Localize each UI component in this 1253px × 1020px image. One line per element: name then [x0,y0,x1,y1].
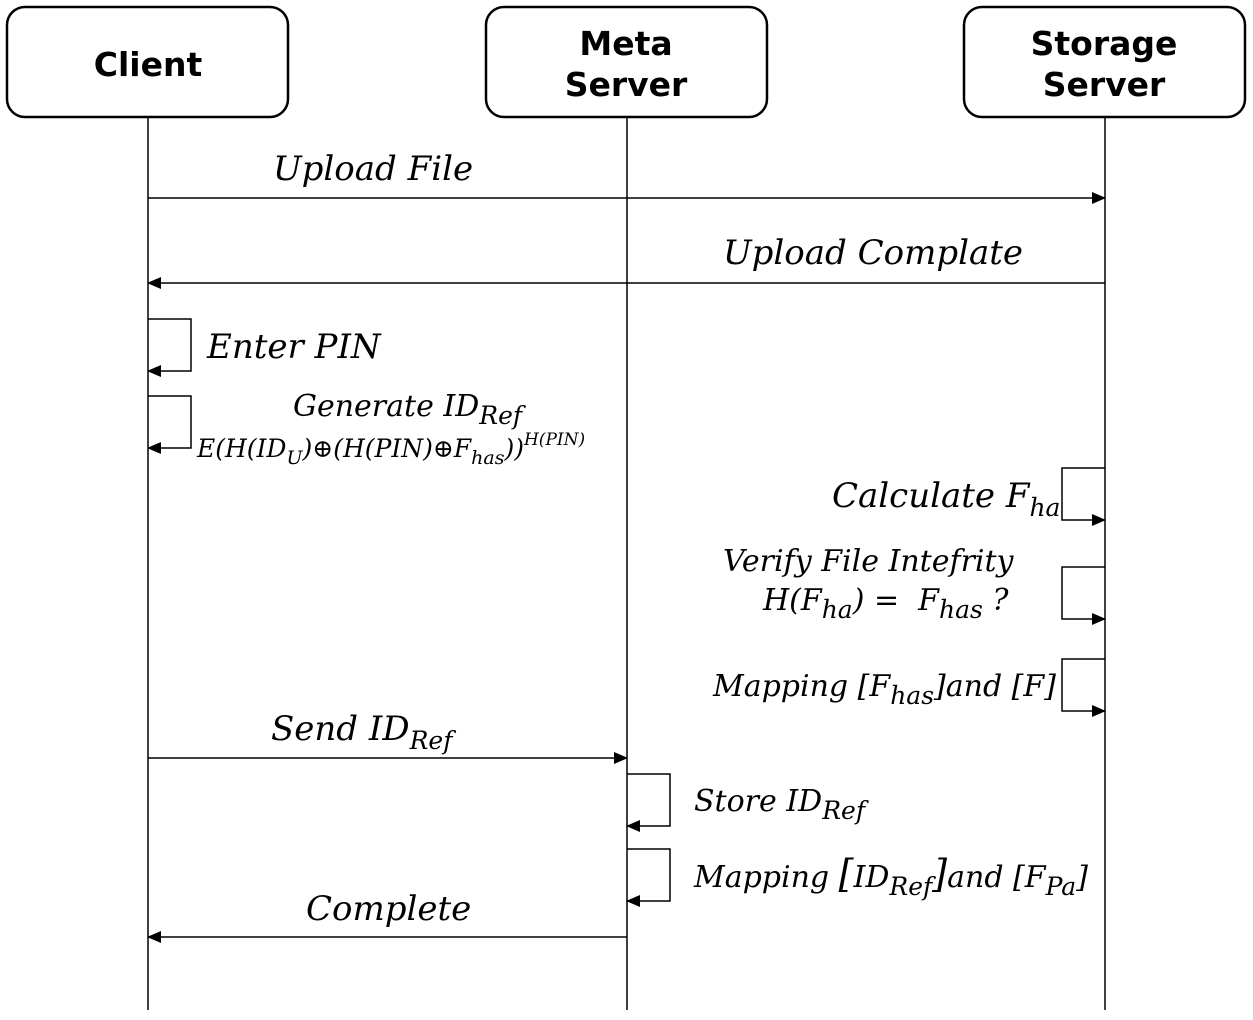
meta-server-label-line2: Server [565,65,688,104]
client-actor: Client [5,5,290,119]
meta-server-actor: Meta Server [484,5,769,119]
complete-label: Complete [306,889,471,929]
verify-integrity-label: Verify File Intefrity [723,544,1015,579]
mapping-storage-loop [1061,658,1106,717]
verify-integrity-loop [1061,566,1106,625]
mapping-meta-label: Mapping [IDRef]and [FPa] [693,852,1088,901]
mapping-meta-loop [626,848,671,907]
storage-server-label-line2: Server [1043,65,1166,104]
client-label: Client [94,45,203,84]
enter-pin-loop [147,318,192,377]
send-idref-label: Send IDRef [271,709,456,755]
enter-pin-label: Enter PIN [206,327,382,367]
upload-file-label: Upload File [273,149,473,189]
generate-idref-loop [147,395,192,454]
storage-server-label-line1: Storage [1031,24,1178,63]
store-idref-label: Store IDRef [694,784,869,825]
calculate-fha-loop [1061,467,1106,526]
generate-idref-label: Generate IDRef [293,389,526,430]
store-idref-loop [626,773,671,832]
storage-server-actor: Storage Server [962,5,1247,119]
verify-integrity-equation: H(Fha) = Fhas ? [762,583,1009,624]
upload-complate-label: Upload Complate [723,233,1023,273]
mapping-storage-label: Mapping [Fhas]and [F] [712,669,1056,710]
idref-formula: E(H(IDU)⊕(H(PIN)⊕Fhas))H(PIN) [196,430,585,469]
calculate-fha-label: Calculate Fha [832,476,1060,522]
meta-server-label-line1: Meta [579,24,672,63]
